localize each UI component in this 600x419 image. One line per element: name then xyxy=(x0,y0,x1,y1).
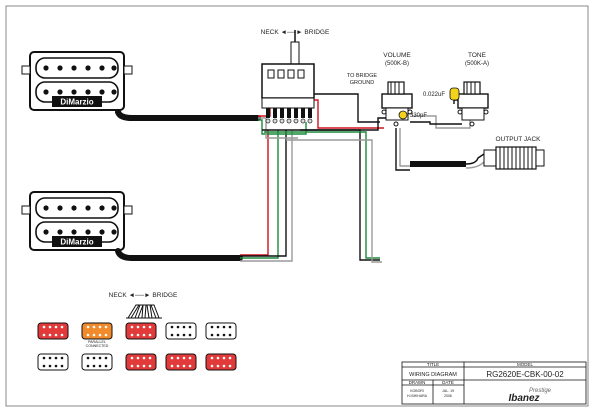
capacitor-0022uf xyxy=(449,87,460,101)
pickup-brand-bridge: DiMarzio xyxy=(60,238,93,247)
coil-pos5-neck xyxy=(205,322,237,340)
model-header: MODEL xyxy=(517,362,534,367)
coil-pos4-neck xyxy=(165,322,197,340)
volume-pot xyxy=(381,81,413,127)
date-value-2: 2006 xyxy=(444,394,452,398)
tone-pot xyxy=(457,81,489,127)
title-header: TITLE xyxy=(427,362,439,367)
cap-tone-label: 0.022uF xyxy=(423,92,445,98)
coil-legend-row-2 xyxy=(37,353,237,371)
coil-pos3-neck xyxy=(125,322,157,340)
model-value: RG2620E-CBK-00-02 xyxy=(486,370,564,379)
capacitor-330pf xyxy=(398,110,408,120)
coil-pos5-bridge xyxy=(205,353,237,371)
coil-pos4-bridge xyxy=(165,353,197,371)
page-border xyxy=(5,5,589,407)
neck-pickup-cable xyxy=(115,109,261,121)
output-jack xyxy=(483,146,545,170)
volume-value: (500K-B) xyxy=(385,61,409,67)
coil-pos2-bridge xyxy=(81,353,113,371)
tone-value: (500K-A) xyxy=(465,61,489,67)
parallel-connected-label-1: PARALLEL xyxy=(88,340,106,344)
date-header: DATE xyxy=(442,380,454,385)
drawn-value-1: KOBORI xyxy=(410,389,424,393)
neck-pickup: DiMarzio xyxy=(21,51,133,111)
parallel-connected-label-2: CONNECTED xyxy=(86,344,109,348)
to-bridge-ground-label-1: TO BRIDGE xyxy=(347,73,377,79)
output-jack-label: OUTPUT JACK xyxy=(495,136,541,143)
bridge-pickup-cable xyxy=(115,248,243,261)
switch-direction-label: NECK ◄──► BRIDGE xyxy=(261,29,330,36)
coil-pos1-neck xyxy=(37,322,69,340)
date-value-1: JUL. 19 xyxy=(442,389,454,393)
legend-direction-label: NECK ◄──► BRIDGE xyxy=(109,292,178,299)
switch-positions-icon xyxy=(126,304,162,319)
brand-script: Prestige xyxy=(529,388,552,394)
volume-title: VOLUME xyxy=(383,52,411,59)
coil-pos2-neck xyxy=(81,322,113,340)
drawn-header: DRAWN xyxy=(409,380,426,385)
brand-logo: Ibanez xyxy=(508,393,539,404)
bridge-pickup: DiMarzio xyxy=(21,191,133,251)
cap-volume-label: 330pF xyxy=(410,113,427,119)
title-value: WIRING DIAGRAM xyxy=(409,372,457,378)
to-bridge-ground-label-2: GROUND xyxy=(350,80,374,86)
pickup-brand-neck: DiMarzio xyxy=(60,98,93,107)
title-block xyxy=(401,361,587,405)
tone-title: TONE xyxy=(468,52,487,59)
coil-pos3-bridge xyxy=(125,353,157,371)
coil-legend-row-1 xyxy=(37,322,237,340)
drawn-value-2: H.ISHIHARA xyxy=(407,394,428,398)
coil-pos1-bridge xyxy=(37,353,69,371)
five-way-switch xyxy=(261,30,315,124)
